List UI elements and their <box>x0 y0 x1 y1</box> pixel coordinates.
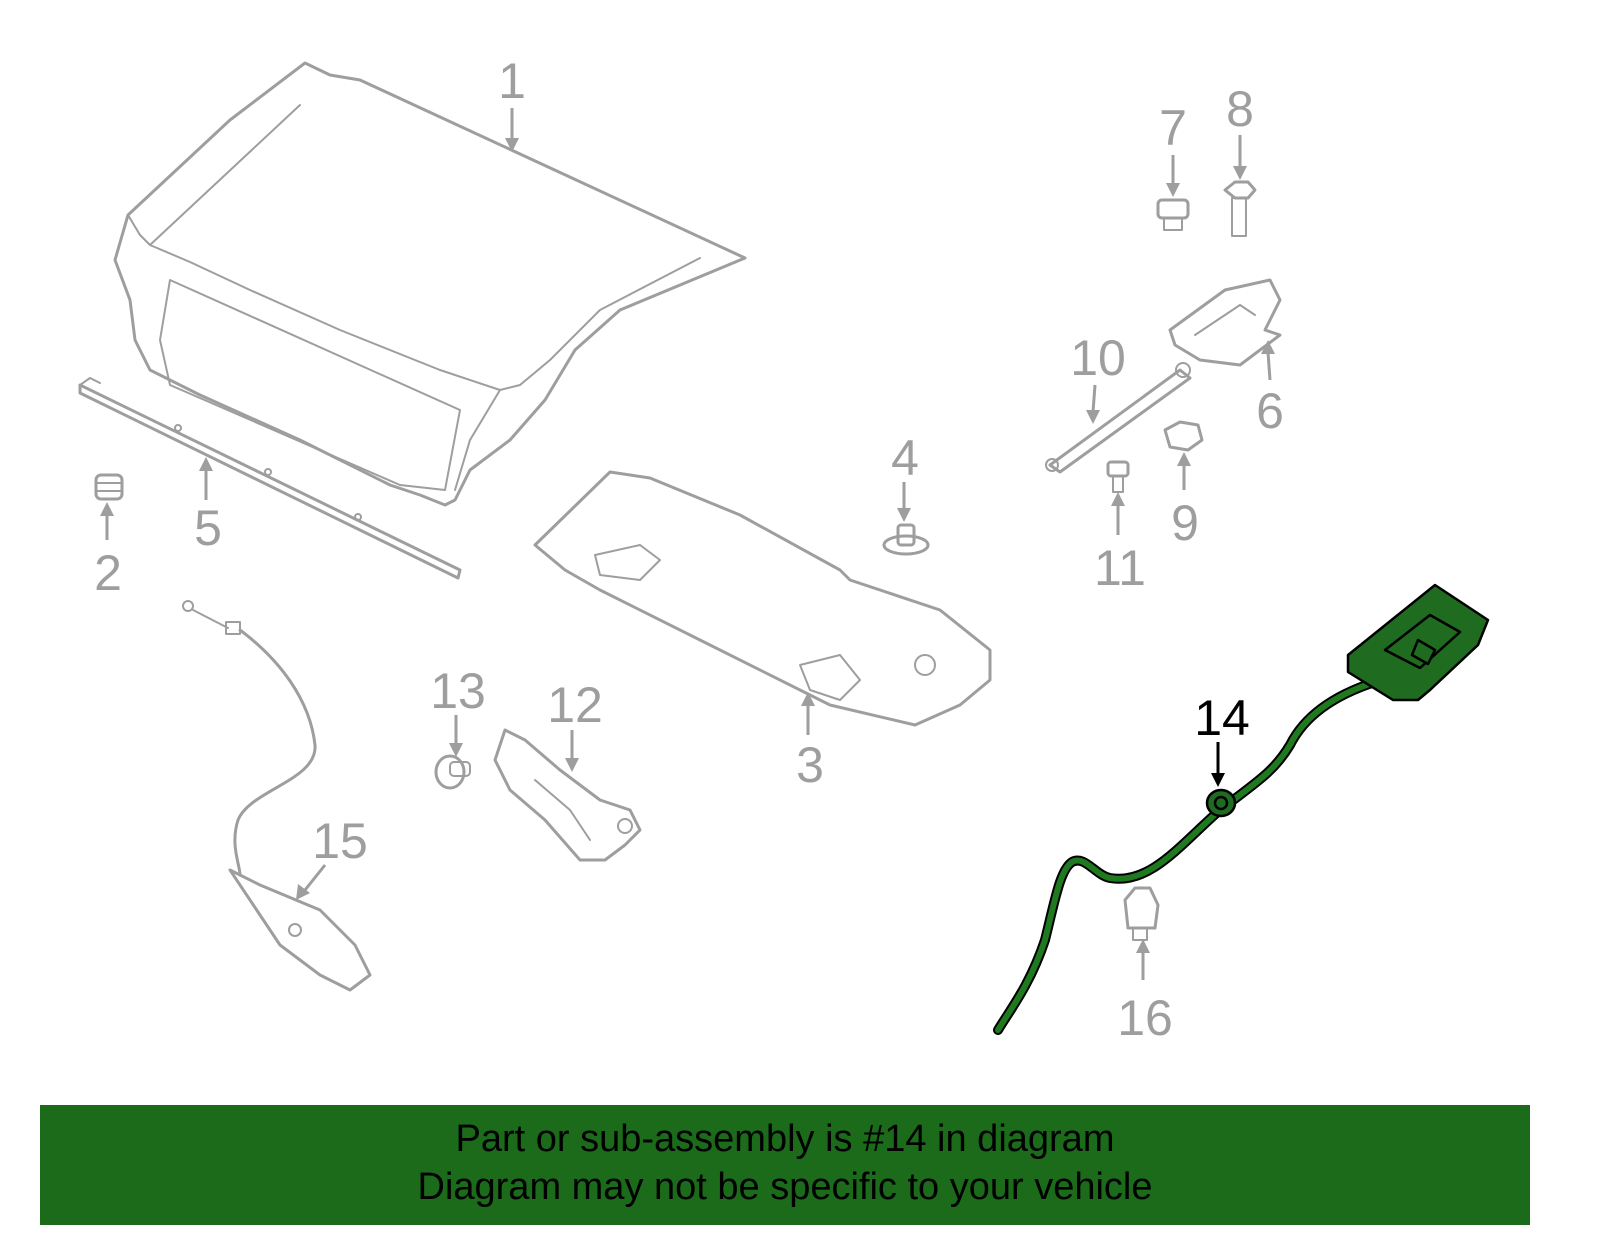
arrow-6 <box>1261 340 1275 381</box>
arrow-4 <box>897 482 911 522</box>
arrow-7 <box>1166 155 1180 197</box>
part-3-insulator <box>533 470 992 727</box>
callout-9: 9 <box>1171 495 1199 551</box>
callout-1: 1 <box>498 53 526 109</box>
callout-4: 4 <box>891 430 919 486</box>
callout-3: 3 <box>796 737 824 793</box>
part-5-weatherstrip <box>78 377 462 580</box>
part-8-bolt <box>1223 180 1257 237</box>
part-15-release-cable <box>182 600 372 992</box>
arrow-9 <box>1177 452 1191 490</box>
banner-line-1: Part or sub-assembly is #14 in diagram <box>455 1118 1115 1160</box>
arrow-11 <box>1111 492 1125 535</box>
arrow-13 <box>449 715 463 757</box>
part-4-clip <box>882 523 930 556</box>
part-7-nut <box>1156 198 1190 231</box>
arrow-16 <box>1136 939 1150 980</box>
callout-14: 14 <box>1194 690 1250 746</box>
callout-8: 8 <box>1226 81 1254 137</box>
callout-15: 15 <box>312 813 368 869</box>
callout-arrows <box>100 108 1275 980</box>
arrow-15 <box>296 864 327 900</box>
part-13-clip <box>434 754 471 790</box>
arrow-2 <box>100 502 114 540</box>
callout-11: 11 <box>1094 540 1146 596</box>
arrow-12 <box>565 730 579 772</box>
part-9-cap <box>1163 420 1204 452</box>
callout-6: 6 <box>1256 383 1284 439</box>
banner-line-2: Diagram may not be specific to your vehi… <box>417 1166 1153 1208</box>
callout-13: 13 <box>430 663 486 719</box>
callout-5: 5 <box>194 500 222 556</box>
info-banner: Part or sub-assembly is #14 in diagram D… <box>40 1105 1530 1225</box>
arrow-8 <box>1233 135 1247 180</box>
arrow-5 <box>199 457 213 500</box>
arrow-10 <box>1086 384 1100 424</box>
part-2-bumper <box>94 473 124 501</box>
callout-labels: 1 2 3 4 5 6 7 8 9 10 11 12 13 14 15 16 <box>94 53 1284 1046</box>
callout-12: 12 <box>547 677 603 733</box>
callout-16: 16 <box>1117 990 1173 1046</box>
callout-10: 10 <box>1070 330 1126 386</box>
part-16-knob <box>1123 886 1160 941</box>
arrow-1 <box>505 108 519 152</box>
part-6-hinge <box>1168 278 1282 367</box>
arrow-14 <box>1211 742 1225 787</box>
callout-7: 7 <box>1159 100 1187 156</box>
callout-2: 2 <box>94 545 122 601</box>
part-1-hood <box>113 61 747 507</box>
part-11-stud <box>1106 460 1130 493</box>
part-10-strut <box>1045 362 1192 474</box>
part-12-latch-bracket <box>493 728 642 862</box>
arrow-3 <box>801 692 815 735</box>
part-14-release-handle-cable <box>993 583 1490 1035</box>
